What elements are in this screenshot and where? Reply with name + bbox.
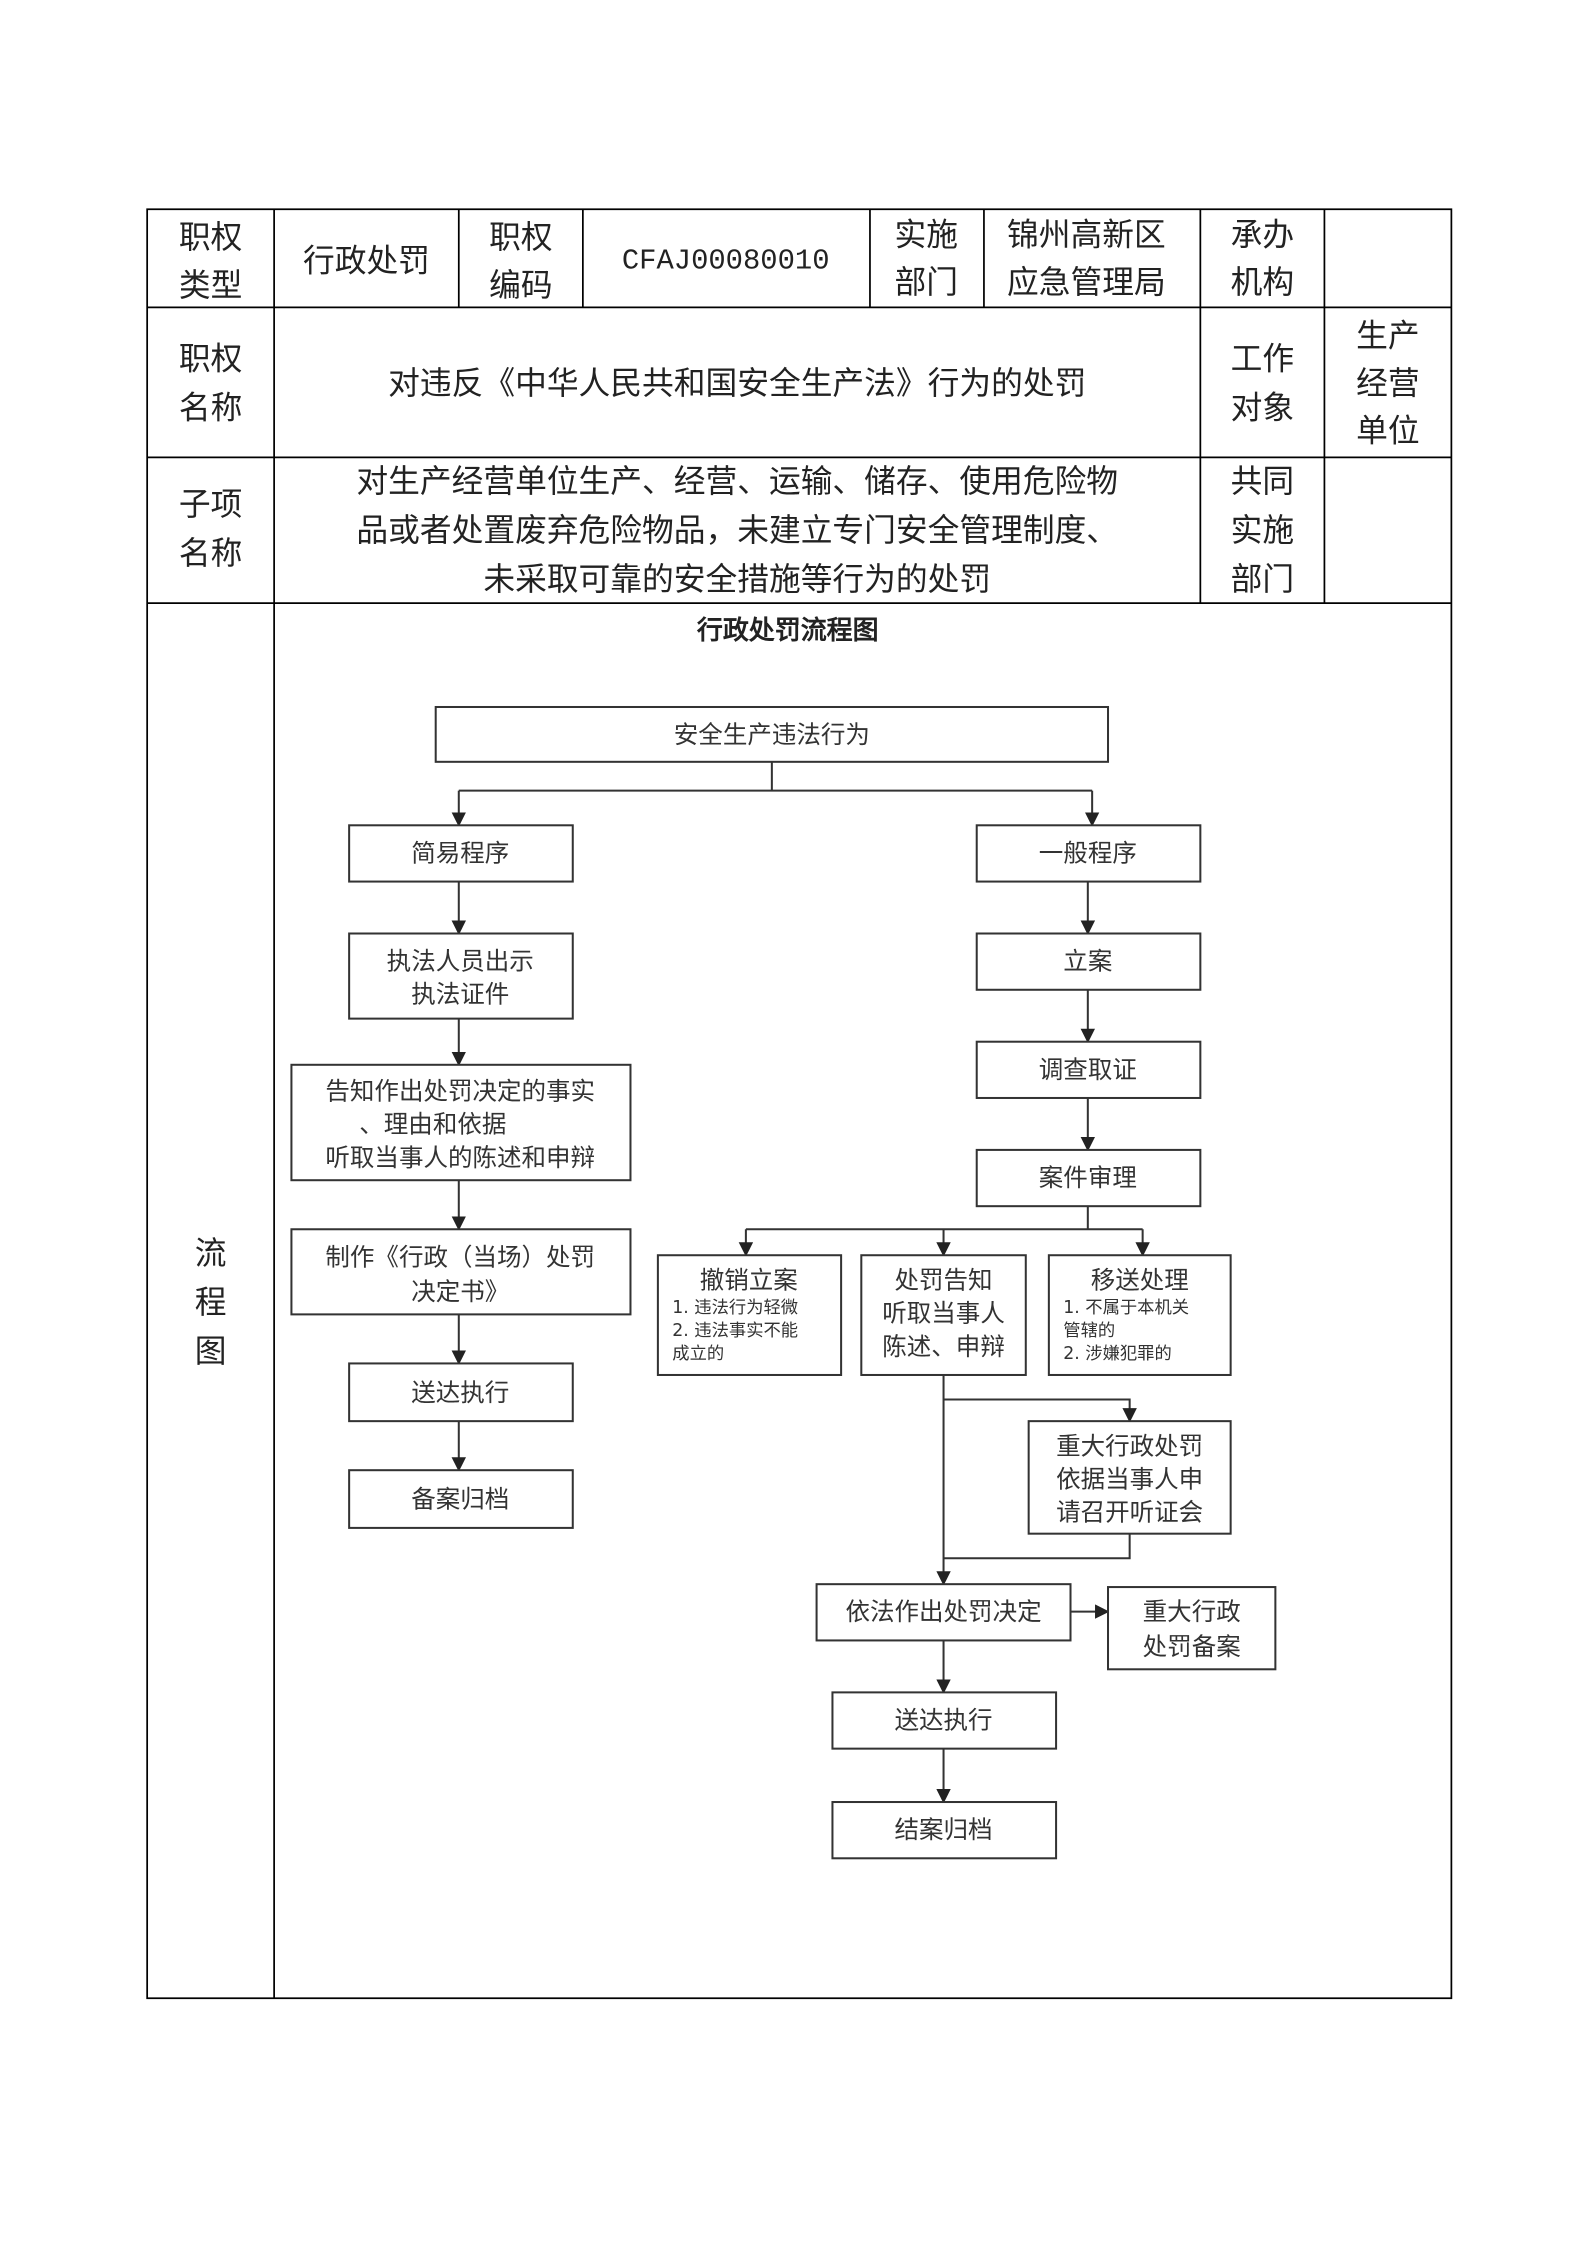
svg-text:制作《行政（当场）处罚: 制作《行政（当场）处罚 <box>325 1242 595 1271</box>
label-dept: 实施 <box>894 217 957 253</box>
svg-text:一般程序: 一般程序 <box>1039 838 1137 867</box>
sub-item-line: 对生产经营单位生产、经营、运输、储存、使用危险物 <box>356 464 1118 500</box>
svg-text:备案归档: 备案归档 <box>411 1485 509 1514</box>
sub-item-line: 未采取可靠的安全措施等行为的处罚 <box>483 562 991 598</box>
node-simple-archive: 备案归档 <box>348 1469 574 1529</box>
node-general-procedure: 一般程序 <box>975 824 1202 883</box>
node-penalty-notice: 处罚告知 听取当事人 陈述、申辩 <box>860 1254 1027 1376</box>
svg-text:1. 违法行为轻微: 1. 违法行为轻微 <box>672 1298 798 1318</box>
node-penalty-decision: 依法作出处罚决定 <box>815 1583 1072 1642</box>
label-joint: 实施 <box>1231 513 1294 549</box>
label-sub: 名称 <box>179 536 242 572</box>
node-inform-facts: 告知作出处罚决定的事实 、理由和依据 听取当事人的陈述和申辩 <box>290 1063 632 1182</box>
svg-text:告知作出处罚决定的事实: 告知作出处罚决定的事实 <box>325 1076 595 1105</box>
type-value: 行政处罚 <box>303 243 430 279</box>
node-close-case: 结案归档 <box>831 1801 1058 1860</box>
node-register-case: 立案 <box>975 932 1202 991</box>
svg-text:处罚备案: 处罚备案 <box>1143 1632 1241 1661</box>
label-type: 类型 <box>179 268 242 304</box>
dept-value: 锦州高新区 <box>1007 217 1166 253</box>
svg-text:移送处理: 移送处理 <box>1091 1265 1189 1294</box>
node-revoke-case: 撤销立案 1. 违法行为轻微 2. 违法事实不能 成立的 <box>656 1254 843 1376</box>
svg-text:1. 不属于本机关: 1. 不属于本机关 <box>1063 1298 1189 1318</box>
node-show-credentials: 执法人员出示 执法证件 <box>348 932 574 1020</box>
svg-text:重大行政: 重大行政 <box>1143 1597 1241 1626</box>
label-target: 对象 <box>1231 390 1294 426</box>
label-code: 职权 <box>489 220 552 256</box>
label-flow: 图 <box>195 1334 227 1370</box>
flowchart-title: 行政处罚流程图 <box>696 615 879 646</box>
label-org: 机构 <box>1231 265 1294 301</box>
label-flow: 流 <box>195 1236 227 1272</box>
svg-text:成立的: 成立的 <box>672 1344 724 1364</box>
node-simple-deliver: 送达执行 <box>348 1362 574 1423</box>
label-org: 承办 <box>1231 217 1294 253</box>
svg-text:管辖的: 管辖的 <box>1063 1321 1115 1341</box>
svg-text:、理由和依据: 、理由和依据 <box>359 1110 506 1139</box>
authority-name: 对违反《中华人民共和国安全生产法》行为的处罚 <box>388 366 1086 402</box>
target-value: 经营 <box>1356 366 1419 402</box>
svg-text:请召开听证会: 请召开听证会 <box>1056 1498 1203 1527</box>
label-target: 工作 <box>1231 341 1294 377</box>
svg-text:2. 涉嫌犯罪的: 2. 涉嫌犯罪的 <box>1063 1344 1171 1364</box>
label-flow: 程 <box>195 1285 227 1321</box>
svg-text:调查取证: 调查取证 <box>1039 1055 1137 1084</box>
node-investigate: 调查取证 <box>975 1040 1202 1099</box>
label-joint: 部门 <box>1231 562 1294 598</box>
connectors <box>451 761 1150 1804</box>
node-make-decision-doc: 制作《行政（当场）处罚 决定书》 <box>290 1228 632 1316</box>
label-joint: 共同 <box>1231 464 1294 500</box>
target-value: 单位 <box>1356 414 1419 450</box>
sub-item-line: 品或者处置废弃危险物品，未建立专门安全管理制度、 <box>356 513 1118 549</box>
label-dept: 部门 <box>894 265 957 301</box>
svg-text:送达执行: 送达执行 <box>895 1705 993 1734</box>
node-major-filing: 重大行政 处罚备案 <box>1107 1586 1277 1671</box>
info-table <box>146 208 1453 2000</box>
node-case-review: 案件审理 <box>975 1148 1202 1208</box>
svg-text:听取当事人: 听取当事人 <box>882 1299 1005 1328</box>
svg-text:简易程序: 简易程序 <box>411 838 509 867</box>
svg-text:撤销立案: 撤销立案 <box>700 1265 798 1294</box>
label-sub: 子项 <box>179 487 242 523</box>
svg-text:执法证件: 执法证件 <box>411 980 509 1009</box>
svg-text:处罚告知: 处罚告知 <box>895 1265 993 1294</box>
svg-text:陈述、申辩: 陈述、申辩 <box>882 1332 1005 1361</box>
node-transfer: 移送处理 1. 不属于本机关 管辖的 2. 涉嫌犯罪的 <box>1047 1254 1232 1376</box>
svg-text:重大行政处罚: 重大行政处罚 <box>1056 1431 1203 1460</box>
dept-value: 应急管理局 <box>1007 265 1166 301</box>
svg-text:结案归档: 结案归档 <box>895 1815 993 1844</box>
node-start: 安全生产违法行为 <box>434 705 1110 763</box>
svg-text:安全生产违法行为: 安全生产违法行为 <box>674 720 870 749</box>
svg-text:送达执行: 送达执行 <box>411 1378 509 1407</box>
svg-text:执法人员出示: 执法人员出示 <box>387 947 534 976</box>
svg-text:决定书》: 决定书》 <box>411 1277 509 1306</box>
svg-text:案件审理: 案件审理 <box>1039 1163 1137 1192</box>
svg-text:依据当事人申: 依据当事人申 <box>1056 1465 1203 1494</box>
flowchart: 行政处罚流程图 安全生产违法行为 <box>290 615 1277 1860</box>
target-value: 生产 <box>1356 318 1419 354</box>
label-code: 编码 <box>489 268 552 304</box>
node-hearing: 重大行政处罚 依据当事人申 请召开听证会 <box>1027 1420 1232 1535</box>
node-general-deliver: 送达执行 <box>831 1691 1058 1750</box>
svg-text:听取当事人的陈述和申辩: 听取当事人的陈述和申辩 <box>325 1143 595 1172</box>
label-name: 职权 <box>179 341 242 377</box>
node-simple-procedure: 简易程序 <box>348 824 574 883</box>
label-type: 职权 <box>179 220 242 256</box>
svg-text:立案: 立案 <box>1063 947 1112 976</box>
svg-text:依法作出处罚决定: 依法作出处罚决定 <box>845 1597 1041 1626</box>
label-name: 名称 <box>179 390 242 426</box>
svg-text:2. 违法事实不能: 2. 违法事实不能 <box>672 1321 798 1341</box>
code-value: CFAJ00080010 <box>622 244 830 277</box>
